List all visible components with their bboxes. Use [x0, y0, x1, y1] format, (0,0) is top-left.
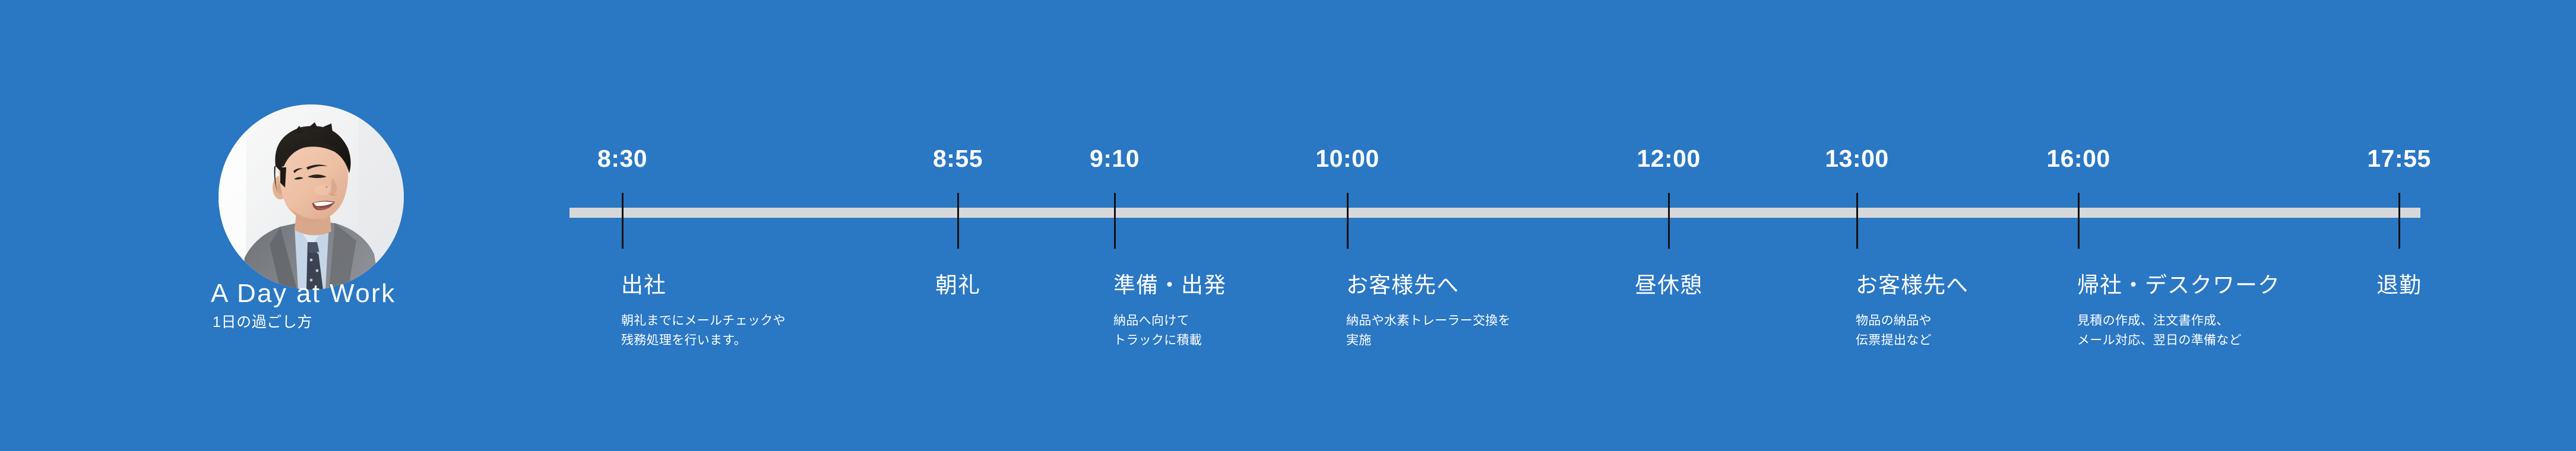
event-time: 13:00 [1825, 145, 1889, 172]
event-time: 8:30 [597, 145, 648, 172]
event-time: 8:55 [932, 145, 983, 172]
event-description: 納品や水素トレーラー交換を 実施 [1346, 311, 1511, 350]
event-description-line: 納品や水素トレーラー交換を [1346, 314, 1511, 328]
page-title: A Day at Work [211, 279, 396, 308]
event-description: 見積の作成、注文書作成、 メール対応、翌日の準備など [2077, 311, 2242, 350]
timeline-tick-icon [1856, 193, 1858, 249]
profile-block: A Day at Work 1日の過ごし方 [0, 0, 558, 451]
event-time: 10:00 [1315, 145, 1379, 172]
event-description-line: 見積の作成、注文書作成、 [2077, 314, 2229, 328]
page-subtitle: 1日の過ごし方 [213, 314, 313, 331]
event-label: お客様先へ [1856, 273, 1969, 297]
event-description-line: 物品の納品や [1856, 314, 1932, 328]
event-label: 朝礼 [935, 273, 980, 297]
event-label: 退勤 [2376, 273, 2422, 297]
event-description-line: トラックに積載 [1113, 334, 1202, 347]
timeline-tick-icon [1347, 193, 1349, 249]
timeline-tick-icon [1114, 193, 1116, 249]
event-time: 16:00 [2046, 145, 2110, 172]
event-description-line: 納品へ向けて [1113, 314, 1189, 328]
event-time: 12:00 [1637, 145, 1701, 172]
event-description: 物品の納品や 伝票提出など [1856, 311, 1932, 350]
timeline-tick-icon [2398, 193, 2400, 249]
event-description-line: 伝票提出など [1856, 334, 1932, 347]
timeline-tick-icon [957, 193, 959, 249]
event-label: お客様先へ [1346, 273, 1459, 297]
timeline-tick-icon [622, 193, 624, 249]
event-label: 昼休憩 [1635, 273, 1702, 297]
event-description-line: メール対応、翌日の準備など [2077, 334, 2242, 347]
event-description-line: 実施 [1346, 334, 1372, 347]
event-label: 出社 [621, 273, 666, 297]
event-label: 準備・出発 [1113, 273, 1226, 297]
event-description: 納品へ向けて トラックに積載 [1113, 311, 1202, 350]
timeline-tick-icon [1668, 193, 1670, 249]
event-time: 9:10 [1089, 145, 1140, 172]
timeline-tick-icon [2078, 193, 2080, 249]
event-description-line: 朝礼までにメールチェックや [621, 314, 786, 328]
timeline-track [569, 208, 2420, 218]
event-label: 帰社・デスクワーク [2077, 273, 2280, 297]
event-description-line: 残務処理を行います。 [621, 334, 746, 347]
event-description: 朝礼までにメールチェックや 残務処理を行います。 [621, 311, 786, 350]
event-time: 17:55 [2367, 145, 2431, 172]
